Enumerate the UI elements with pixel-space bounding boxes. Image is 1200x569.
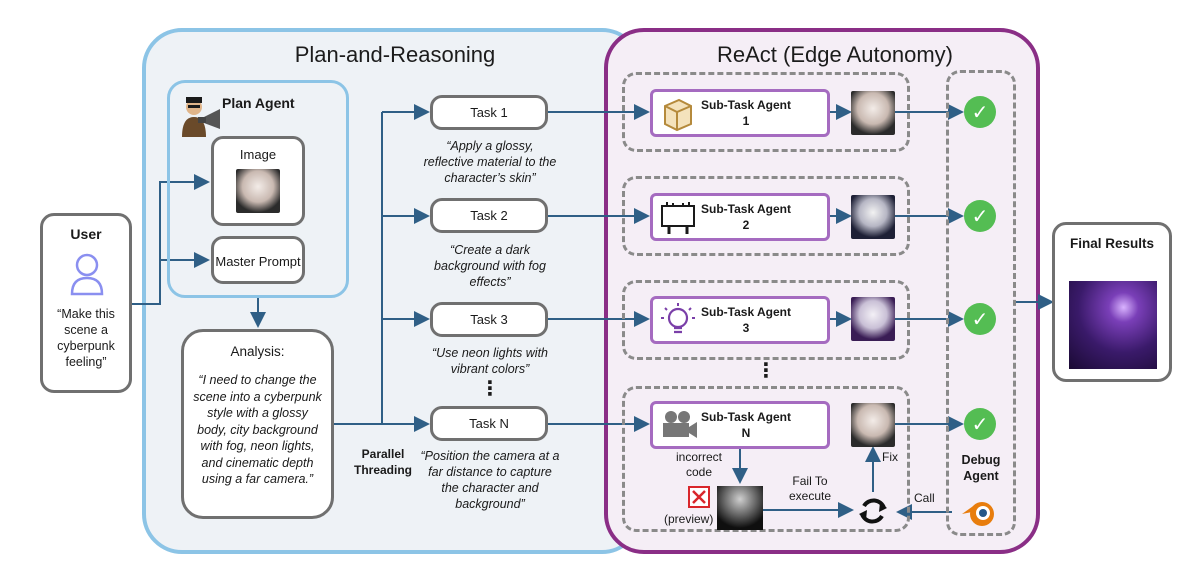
- debug-agent-container: [946, 70, 1016, 536]
- preview-thumbnail: [717, 486, 763, 530]
- task-2-desc: “Create a dark background with fog effec…: [434, 243, 546, 289]
- subtask-3-result-thumbnail: [851, 297, 895, 341]
- subtask-n-container: [622, 386, 910, 532]
- subtask-agent-n: Sub-Task Agent N: [650, 401, 830, 449]
- subtask-agent-1-label: Sub-Task Agent 1: [701, 98, 792, 128]
- plan-agent-title: Plan Agent: [222, 95, 295, 111]
- subtask-agent-1: Sub-Task Agent 1: [650, 89, 830, 137]
- task-3-desc: “Use neon lights with vibrant colors”: [431, 346, 549, 376]
- subtask-2-result-thumbnail: [851, 195, 895, 239]
- task-ellipsis: ⋮: [480, 378, 500, 400]
- analysis-box: Analysis: “I need to change the scene in…: [181, 329, 334, 519]
- fix-label: Fix: [882, 450, 898, 464]
- cube-icon: [664, 98, 692, 132]
- analysis-text: “I need to change the scene into a cyber…: [193, 373, 322, 486]
- task-n-desc: “Position the camera at a far distance t…: [420, 449, 560, 511]
- subtask-1-container: [622, 72, 910, 152]
- subtask-1-result-thumbnail: [851, 91, 895, 135]
- check-icon-1: ✓: [964, 96, 996, 128]
- plan-agent-box: Plan Agent: [167, 80, 349, 298]
- subtask-n-result-thumbnail: [851, 403, 895, 447]
- debug-agent-label: Debug Agent: [961, 453, 1001, 483]
- parallel-threading-label: Parallel Threading: [353, 447, 412, 477]
- analysis-title: Analysis:: [230, 344, 285, 359]
- incorrect-code-label: incorrect code: [675, 450, 722, 479]
- master-prompt-label: Master Prompt: [215, 253, 301, 269]
- blender-logo-icon: [962, 502, 994, 526]
- error-x-icon: [688, 486, 710, 508]
- subtask-agent-2: Sub-Task Agent 2: [650, 193, 830, 241]
- task-1-box: Task 1: [430, 95, 548, 130]
- task-2-box: Task 2: [430, 198, 548, 233]
- call-label: Call: [914, 491, 935, 505]
- image-label: Image: [239, 147, 277, 162]
- user-icon: [70, 253, 104, 296]
- image-box: Image: [211, 136, 305, 226]
- subtask-2-container: [622, 176, 910, 256]
- input-image-thumbnail: [236, 169, 280, 213]
- check-icon-n: ✓: [964, 408, 996, 440]
- final-result-image: [1069, 281, 1157, 369]
- task-1-desc: “Apply a glossy, reflective material to …: [423, 139, 557, 185]
- check-icon-3: ✓: [964, 303, 996, 335]
- fail-label: Fail To execute: [788, 474, 832, 503]
- refresh-icon: [859, 498, 887, 524]
- user-box: User “Make this scene a cyberpunk feelin…: [40, 213, 132, 393]
- user-quote: “Make this scene a cyberpunk feeling”: [57, 307, 115, 369]
- right-panel-title: ReAct (Edge Autonomy): [716, 42, 953, 67]
- final-results-title: Final Results: [1069, 236, 1155, 251]
- subtask-agent-3-label: Sub-Task Agent 3: [701, 305, 792, 335]
- check-icon-2: ✓: [964, 200, 996, 232]
- video-camera-icon: [663, 411, 697, 438]
- final-results-box: Final Results: [1052, 222, 1172, 382]
- left-panel-title: Plan-and-Reasoning: [294, 42, 496, 67]
- preview-label: (preview): [664, 512, 714, 526]
- billboard-icon: [661, 202, 695, 234]
- megaphone-person-icon: [182, 97, 220, 137]
- user-title: User: [70, 226, 102, 242]
- subtask-agent-n-label: Sub-Task Agent N: [701, 410, 792, 440]
- lightbulb-icon: [661, 303, 695, 334]
- subtask-agent-2-label: Sub-Task Agent 2: [701, 202, 792, 232]
- subtask-3-container: [622, 280, 910, 360]
- master-prompt-box: Master Prompt: [211, 236, 305, 284]
- subtask-ellipsis: ⋮: [756, 360, 776, 382]
- task-3-box: Task 3: [430, 302, 548, 337]
- task-n-box: Task N: [430, 406, 548, 441]
- subtask-agent-3: Sub-Task Agent 3: [650, 296, 830, 344]
